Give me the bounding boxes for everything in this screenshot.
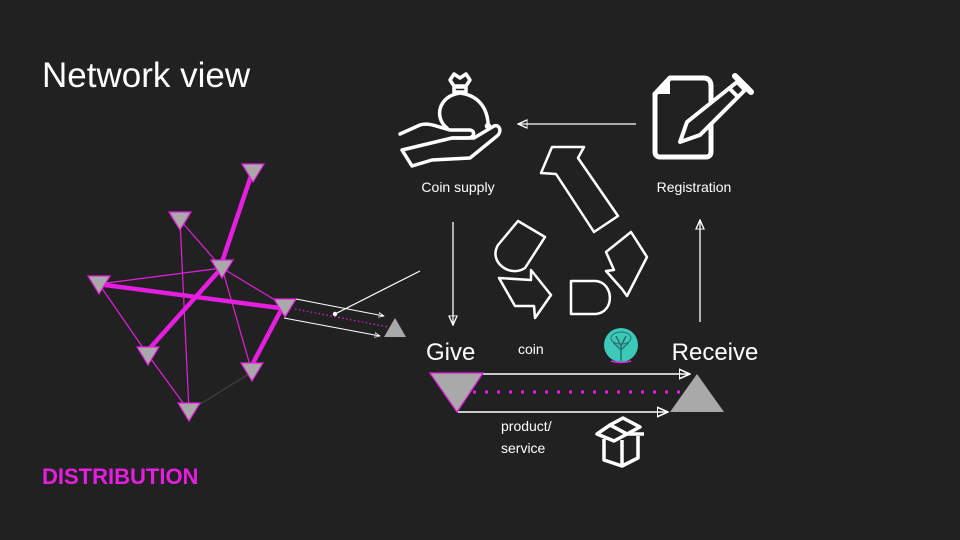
- tree-coin-icon: [604, 328, 638, 364]
- network-node[interactable]: [176, 402, 202, 423]
- product-label-line1: product/: [501, 418, 552, 434]
- network-node[interactable]: [209, 259, 235, 280]
- mini-dotted-link: [294, 308, 389, 328]
- giver-node[interactable]: [428, 372, 485, 414]
- network-node[interactable]: [86, 275, 112, 296]
- page-title: Network view: [42, 56, 251, 95]
- callout-line: [334, 270, 421, 315]
- thick-edges: [102, 167, 283, 368]
- open-box-icon: [595, 416, 644, 468]
- recycle-arrows-icon: [494, 145, 649, 320]
- edge-strong: [102, 282, 283, 311]
- callout-dot: [332, 311, 338, 317]
- registration-label: Registration: [657, 179, 732, 195]
- mini-transaction: [283, 270, 421, 337]
- coin-label: coin: [518, 341, 544, 357]
- thin-edges: [98, 219, 286, 412]
- mini-coin-arrow: [295, 298, 384, 316]
- edge: [221, 267, 253, 373]
- network-graph: [86, 163, 421, 423]
- edge-strong: [249, 309, 283, 368]
- document-pencil-icon: [652, 73, 754, 160]
- distribution-label: DISTRIBUTION: [42, 464, 199, 489]
- network-node[interactable]: [240, 163, 266, 184]
- receive-label: Receive: [672, 339, 759, 366]
- edge: [98, 267, 223, 285]
- receiver-node[interactable]: [670, 374, 724, 412]
- mini-receiver-node: [384, 318, 406, 337]
- network-node[interactable]: [135, 346, 161, 367]
- edge-strong: [219, 167, 256, 265]
- network-node[interactable]: [239, 362, 265, 383]
- coin-supply-label: Coin supply: [421, 179, 494, 195]
- give-label: Give: [426, 339, 475, 366]
- mini-product-arrow: [283, 317, 380, 336]
- edge: [147, 354, 190, 412]
- network-node[interactable]: [272, 298, 298, 319]
- product-label-line2: service: [501, 440, 546, 456]
- edge: [98, 283, 149, 356]
- money-bag-hand-icon: [398, 72, 502, 168]
- edge-strong: [147, 269, 221, 351]
- network-node[interactable]: [167, 211, 193, 232]
- nodes: [86, 163, 298, 423]
- edge: [179, 219, 190, 412]
